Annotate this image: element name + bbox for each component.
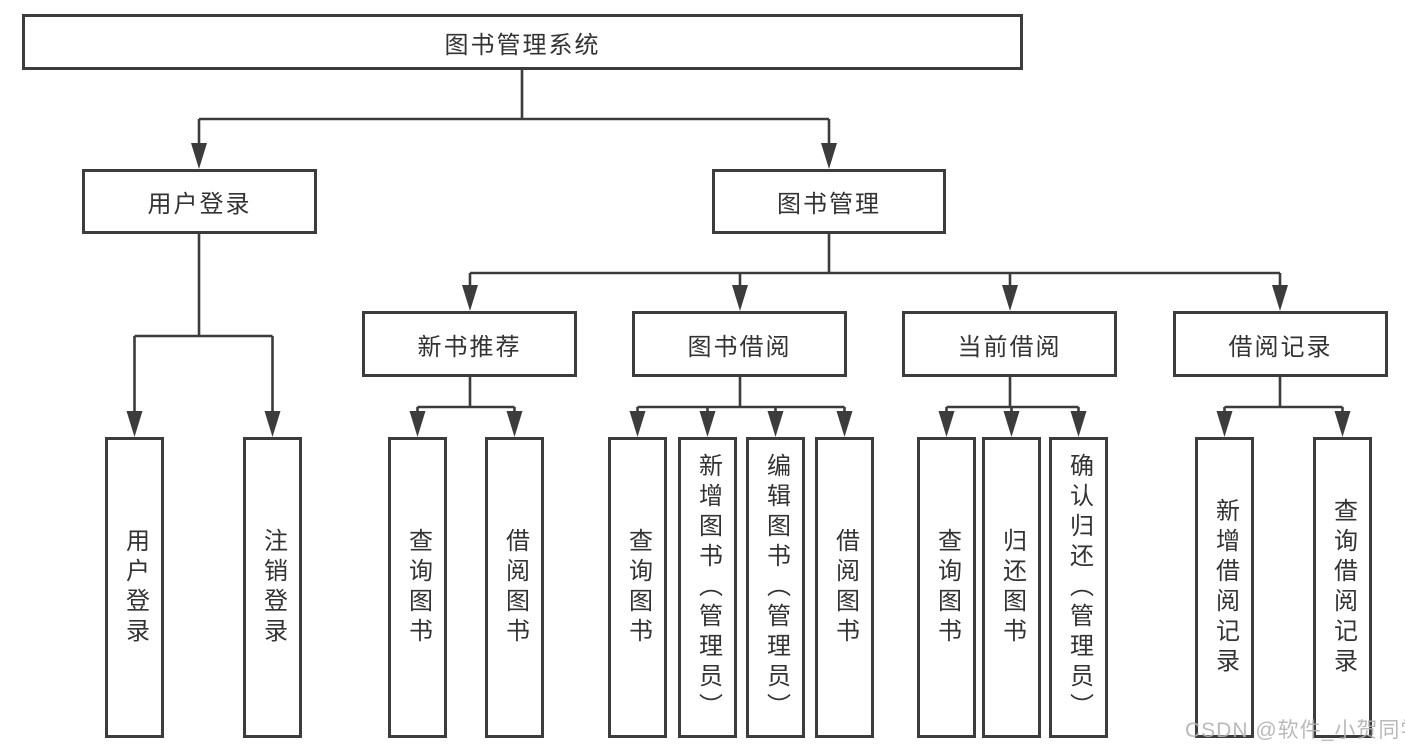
leaf-label: 注销登录: [259, 527, 287, 648]
watermark-text: CSDN @软件_小贺同学: [1185, 719, 1405, 742]
node-current-borrowing: 当前借阅: [902, 311, 1117, 377]
leaf-edit-books-admin: 编辑图书（管理员）: [746, 437, 805, 738]
leaf-label: 借阅图书: [501, 527, 529, 648]
leaf-label: 新增借阅记录: [1211, 497, 1239, 678]
leaf-label: 查询图书: [624, 527, 652, 648]
leaf-logout: 注销登录: [243, 437, 302, 738]
leaf-borrow-books: 借阅图书: [815, 437, 874, 738]
leaf-user-login: 用户登录: [105, 437, 164, 738]
node-label: 图书管理系统: [444, 31, 601, 59]
leaf-query-books-borrowing: 查询图书: [608, 437, 667, 738]
leaf-return-books: 归还图书: [982, 437, 1041, 738]
node-label: 用户登录: [147, 191, 252, 218]
connector-arrowheads: [126, 143, 1351, 437]
node-label: 借阅记录: [1228, 333, 1333, 361]
leaf-label: 用户登录: [121, 527, 149, 648]
node-label: 图书借阅: [687, 333, 792, 361]
node-label: 新书推荐: [417, 333, 522, 361]
node-borrowing-records: 借阅记录: [1173, 311, 1388, 377]
node-new-book-recommend: 新书推荐: [362, 311, 577, 377]
leaf-label: 查询图书: [933, 527, 961, 648]
leaf-label: 借阅图书: [831, 527, 859, 648]
leaf-label: 查询借阅记录: [1329, 497, 1357, 678]
node-book-management-system: 图书管理系统: [22, 14, 1023, 70]
leaf-query-books-recommend: 查询图书: [388, 437, 447, 738]
node-book-borrowing: 图书借阅: [632, 311, 847, 377]
leaf-label: 查询图书: [404, 527, 432, 648]
node-user-login-group: 用户登录: [82, 169, 317, 234]
leaf-borrow-books-recommend: 借阅图书: [485, 437, 544, 738]
leaf-confirm-return-admin: 确认归还（管理员）: [1049, 437, 1108, 738]
node-label: 当前借阅: [957, 333, 1062, 361]
node-label: 图书管理: [777, 191, 881, 218]
node-book-management-group: 图书管理: [712, 169, 946, 234]
leaf-label: 归还图书: [998, 527, 1026, 648]
leaf-label: 确认归还（管理员）: [1065, 452, 1093, 723]
leaf-query-borrow-record: 查询借阅记录: [1313, 437, 1372, 738]
leaf-query-books-current: 查询图书: [917, 437, 976, 738]
leaf-add-borrow-record: 新增借阅记录: [1195, 437, 1254, 738]
leaf-add-books-admin: 新增图书（管理员）: [678, 437, 737, 738]
leaf-label: 新增图书（管理员）: [694, 452, 722, 723]
leaf-label: 编辑图书（管理员）: [762, 452, 790, 723]
